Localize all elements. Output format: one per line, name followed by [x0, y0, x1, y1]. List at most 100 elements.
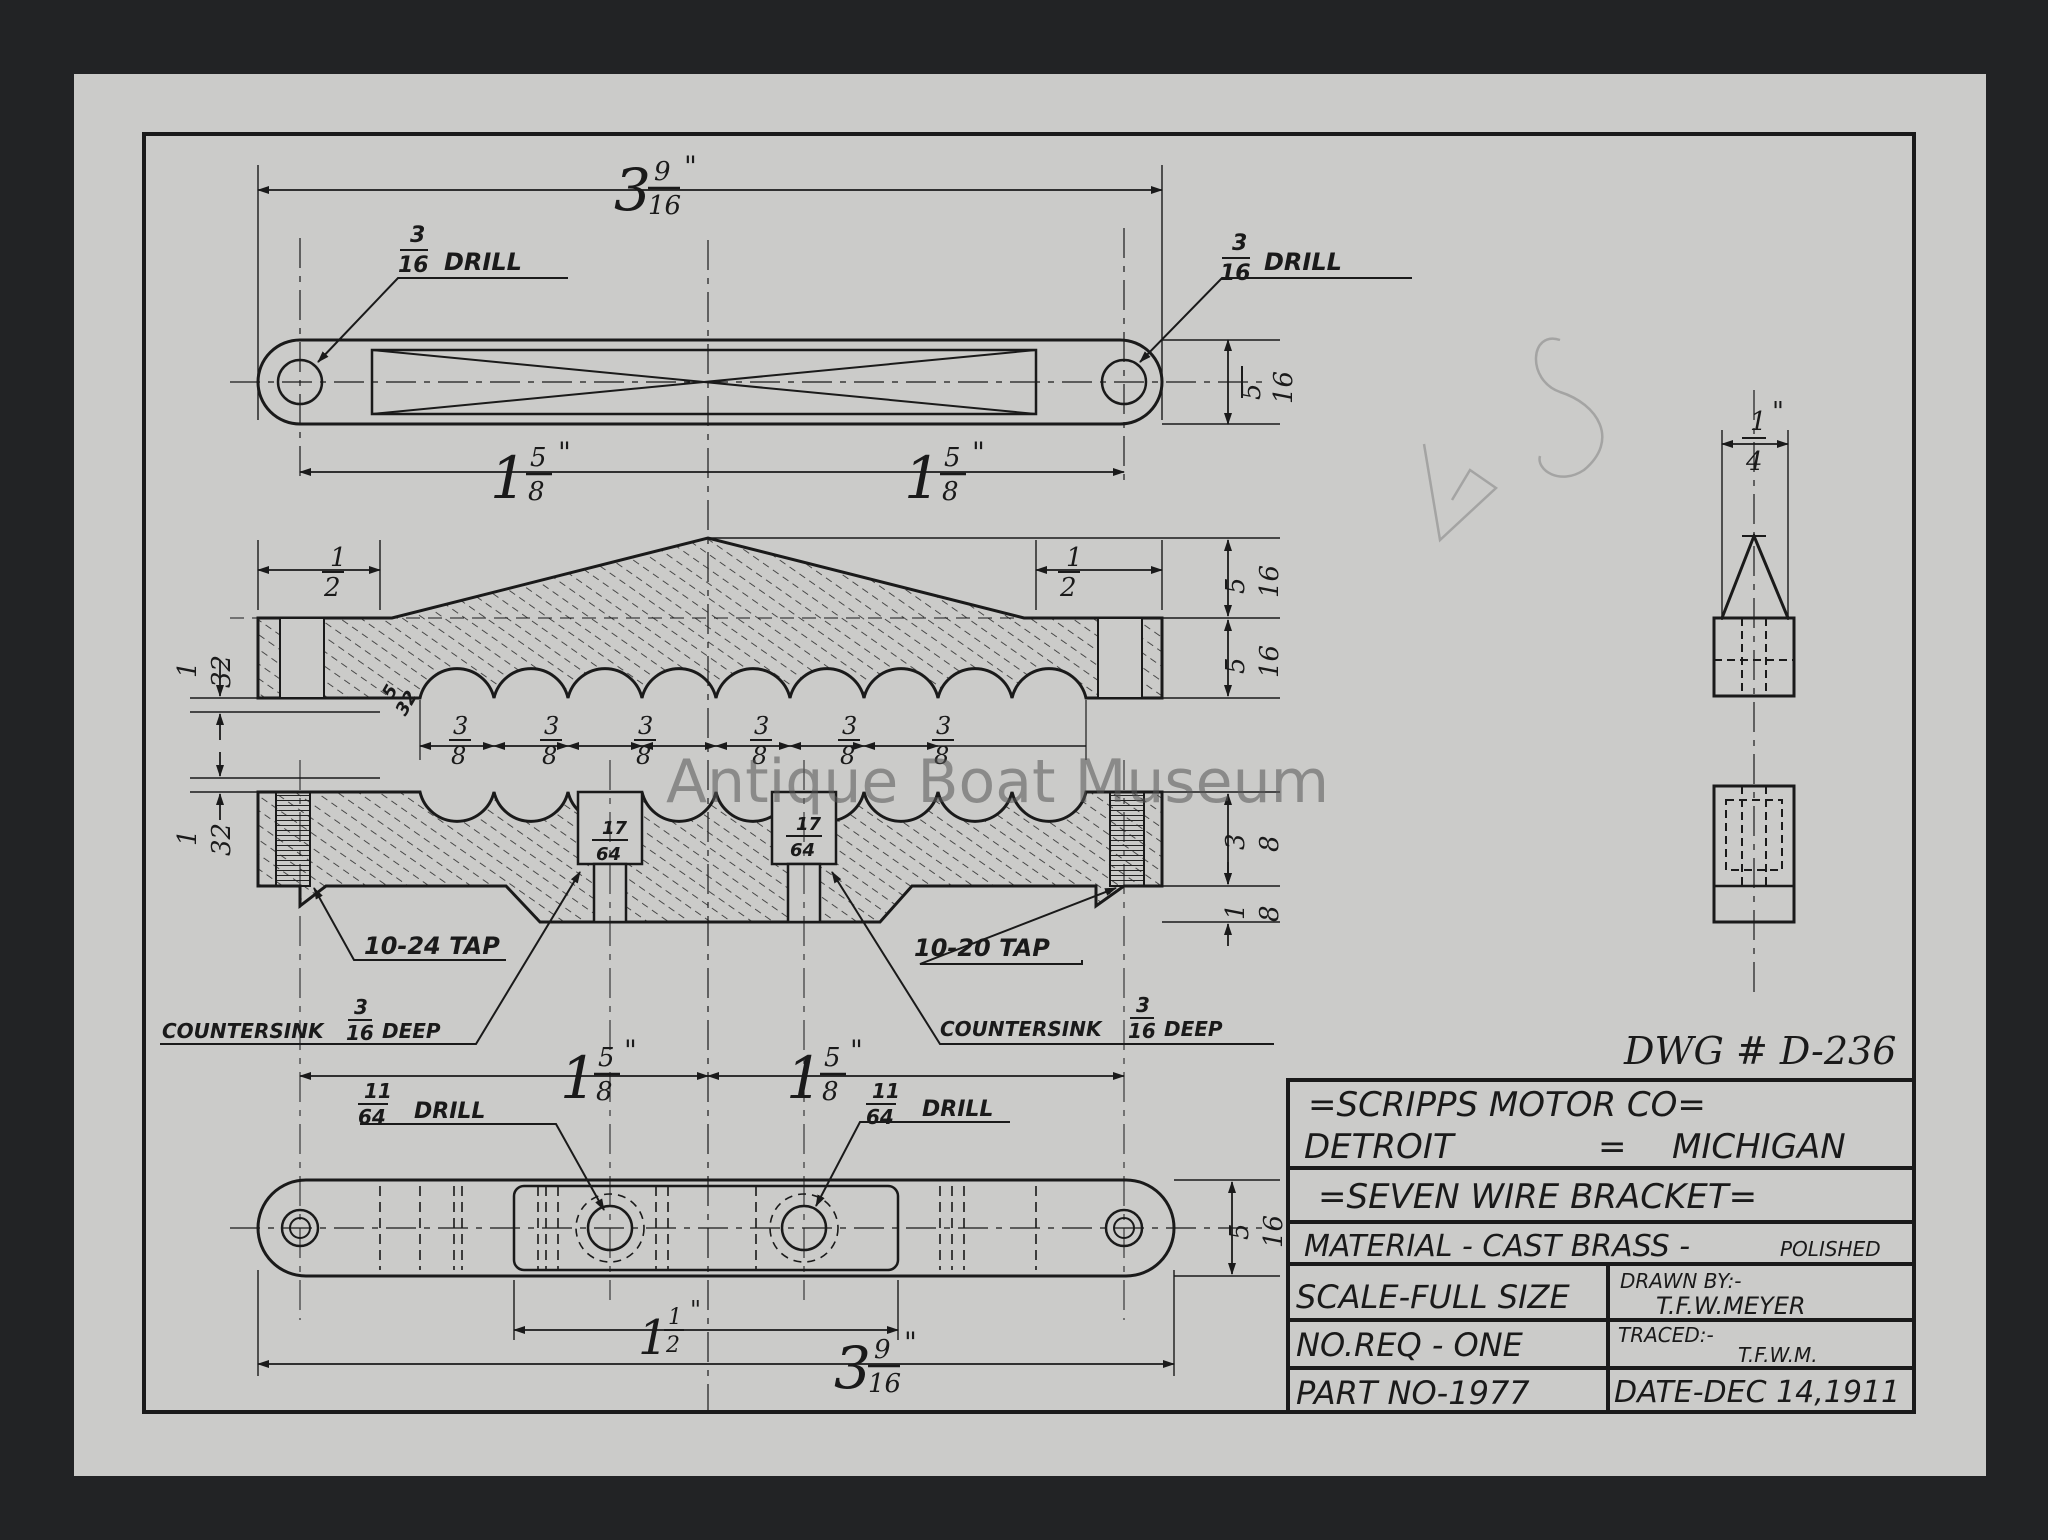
pitch-den: 8: [542, 742, 557, 770]
upper-body-den: 16: [1255, 645, 1285, 678]
upper-right-num: 1: [1066, 543, 1083, 573]
lower-section-labels: 1 32 17 64 17 64 3 8 1 8 10-24 TAP 10-20…: [162, 814, 1285, 1045]
countersink-left-label: COUNTERSINK: [162, 1019, 325, 1043]
side-view-labels: 1 4 ": [1742, 397, 1784, 477]
drill-right-den: 16: [1220, 261, 1251, 286]
drill-left-label: DRILL: [444, 248, 522, 276]
part-name: =SEVEN WIRE BRACKET=: [1318, 1177, 1757, 1217]
bottom-half-left-num: 5: [598, 1043, 615, 1073]
pitch-den: 8: [636, 742, 651, 770]
svg-text:": ": [684, 150, 697, 183]
paper: [74, 74, 1986, 1476]
svg-text:": ": [972, 436, 985, 469]
upper-peak-den: 16: [1255, 565, 1285, 598]
traced-by: T.F.W.M.: [1738, 1343, 1818, 1367]
bottom-half-right-den: 8: [822, 1077, 839, 1107]
pitch-den: 8: [840, 742, 855, 770]
city: DETROIT: [1304, 1127, 1456, 1167]
material: MATERIAL - CAST BRASS -: [1304, 1229, 1690, 1264]
bottom-overall-num: 9: [874, 1335, 891, 1365]
lower-body-num: 3: [1221, 833, 1251, 850]
lower-boss-num: 1: [1221, 903, 1251, 920]
countersink-left-num: 3: [354, 995, 368, 1019]
part-number: PART NO-1977: [1296, 1374, 1530, 1412]
bottom-half-right-num: 5: [824, 1043, 841, 1073]
pitch-num: 3: [936, 712, 951, 740]
pitch-den: 8: [451, 742, 466, 770]
lower-body-den: 8: [1255, 835, 1285, 852]
upper-left-num: 1: [330, 543, 347, 573]
bore-left-den: 64: [596, 844, 621, 865]
title-block: [1286, 1078, 1916, 1414]
bottom-half-left-whole: 1: [560, 1044, 597, 1112]
top-half-right-num: 5: [944, 443, 961, 473]
bottom-overall-den: 16: [868, 1369, 901, 1399]
bottom-view: [230, 1072, 1280, 1376]
bottom-view-labels: 1 5 8 " 1 5 8 " 11 64 DRILL 11 64 DRILL …: [358, 1034, 1289, 1402]
bottom-drill-right-label: DRILL: [922, 1097, 993, 1122]
pitch-num: 3: [453, 712, 468, 740]
drawn-by-label: DRAWN BY:-: [1620, 1269, 1742, 1293]
overall-length-whole: 3: [614, 156, 651, 224]
overall-length-den: 16: [648, 191, 681, 221]
countersink-right-den: 16: [1128, 1019, 1156, 1043]
side-width-den: 4: [1745, 447, 1763, 477]
watermark: Antique Boat Museum: [666, 747, 1329, 817]
top-half-left-den: 8: [528, 477, 545, 507]
bottom-half-left-den: 8: [596, 1077, 613, 1107]
svg-text:": ": [558, 436, 571, 469]
top-view: [230, 165, 1412, 1410]
upper-right-den: 2: [1059, 573, 1077, 603]
tap-right-label: 10-20 TAP: [914, 934, 1050, 962]
drawn-by: T.F.W.MEYER: [1656, 1292, 1806, 1320]
lower-boss-den: 8: [1255, 905, 1285, 922]
pitch-num: 3: [842, 712, 857, 740]
quantity: NO.REQ - ONE: [1296, 1326, 1524, 1364]
top-height-den: 16: [1269, 371, 1299, 404]
material-finish: POLISHED: [1780, 1237, 1881, 1261]
drawing-number: DWG # D-236: [1623, 1029, 1896, 1073]
bottom-drill-right-den: 64: [866, 1105, 894, 1129]
top-half-left-num: 5: [530, 443, 547, 473]
svg-text:": ": [624, 1034, 637, 1067]
pitch-num: 3: [544, 712, 559, 740]
upper-side-num: 1: [173, 661, 203, 678]
bottom-overall-whole: 3: [834, 1334, 871, 1402]
drawing-border: [142, 132, 1916, 1414]
svg-text:": ": [904, 1326, 917, 1359]
bore-right-den: 64: [790, 840, 815, 861]
upper-section-labels: 1 2 1 2 5 16 5 16 1 32 5 32: [173, 543, 1285, 719]
upper-side-den: 32: [207, 655, 237, 688]
top-height-num: 5: [1237, 383, 1267, 400]
bottom-center-whole: 1: [638, 1310, 669, 1366]
top-view-labels: 3 9 16 " 3 16 DRILL 3 16 DRILL 5 16 1 5 …: [398, 150, 1342, 512]
top-half-right-whole: 1: [904, 444, 941, 512]
title-block-text: =SCRIPPS MOTOR CO= DETROIT = MICHIGAN =S…: [1296, 1085, 1900, 1412]
pitch-dimensions: [419, 700, 1087, 760]
pitch-den: 8: [752, 742, 767, 770]
upper-body-num: 5: [1221, 657, 1251, 674]
bottom-drill-right-num: 11: [872, 1079, 900, 1103]
bottom-drill-left-den: 64: [358, 1105, 386, 1129]
bore-left-num: 17: [602, 818, 628, 839]
drill-right-label: DRILL: [1264, 248, 1342, 276]
lower-section: [160, 752, 1280, 1320]
bottom-half-right-whole: 1: [786, 1044, 823, 1112]
bottom-center-num: 1: [668, 1305, 682, 1330]
bore-right-num: 17: [796, 814, 822, 835]
upper-left-den: 2: [323, 573, 341, 603]
bottom-drill-left-label: DRILL: [414, 1099, 485, 1124]
bottom-drill-left-num: 11: [364, 1079, 392, 1103]
bottom-center-den: 2: [665, 1333, 680, 1358]
traced-label: TRACED:-: [1618, 1323, 1714, 1347]
svg-text:": ": [690, 1296, 701, 1324]
tap-left-label: 10-24 TAP: [364, 932, 500, 960]
svg-text:": ": [1772, 397, 1784, 427]
side-width-num: 1: [1750, 407, 1767, 437]
pitch-den: 8: [934, 742, 949, 770]
pitch-num: 3: [754, 712, 769, 740]
drawing-date: DATE-DEC 14,1911: [1614, 1375, 1900, 1410]
company-name: =SCRIPPS MOTOR CO=: [1308, 1085, 1706, 1125]
state: MICHIGAN: [1672, 1127, 1846, 1167]
